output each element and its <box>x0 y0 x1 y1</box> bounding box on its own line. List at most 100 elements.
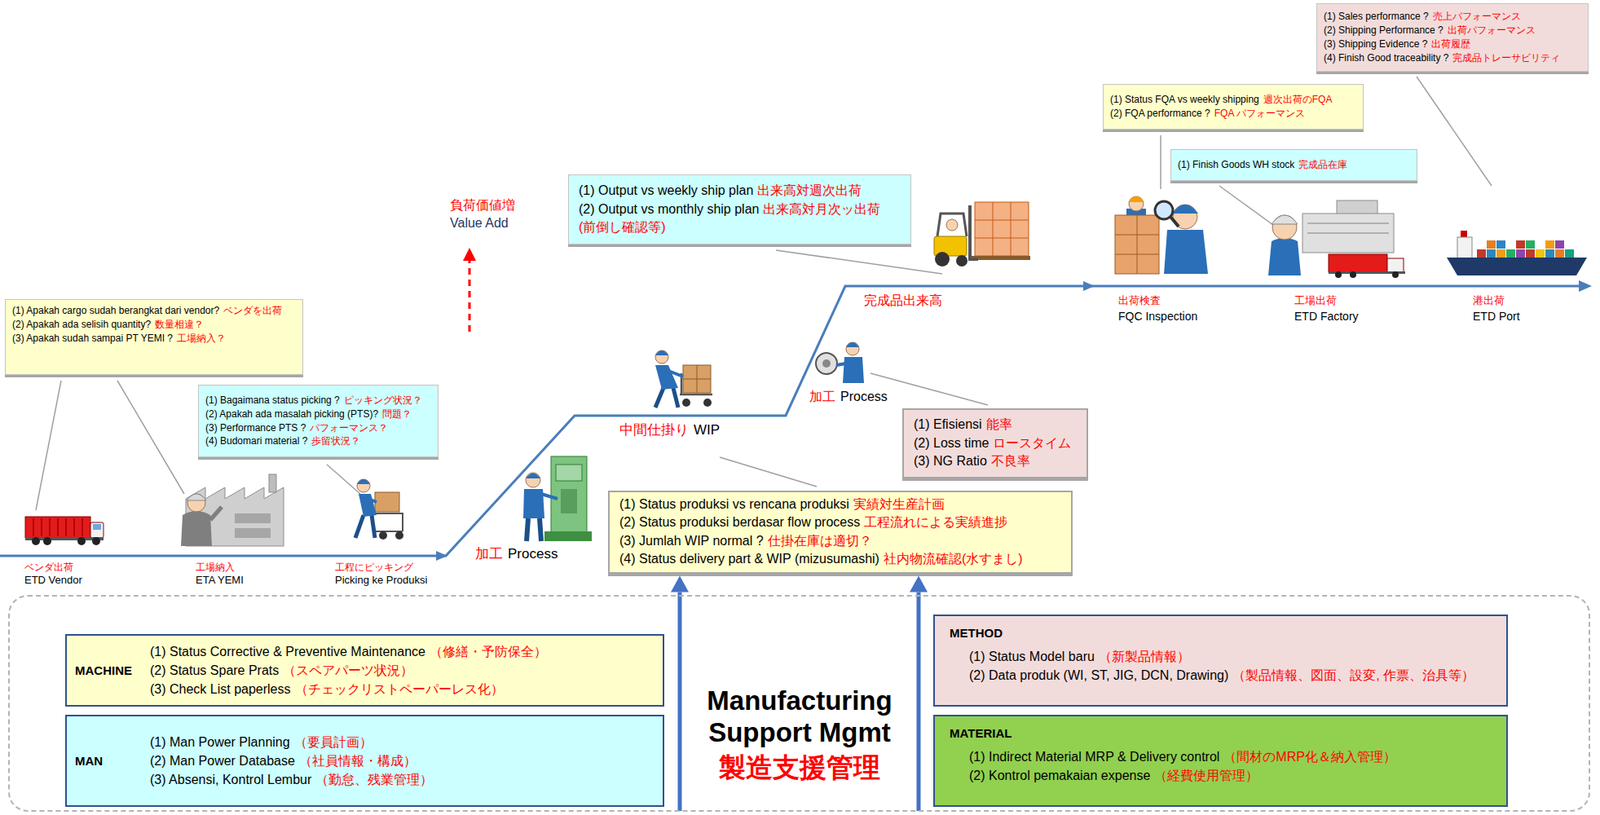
text-line: (3) Absensi, Kontrol Lembur（勤怠、残業管理） <box>149 770 433 789</box>
press-machine-icon-part <box>525 473 541 480</box>
stage-label: WIP <box>693 422 720 439</box>
item-text: (3) Apakah sudah sampai PT YEMI ? <box>12 332 173 344</box>
inspector-icon-part <box>1128 196 1144 212</box>
forklift-icon-part <box>934 251 950 267</box>
inspector-icon-part <box>1115 215 1160 274</box>
wip-worker-icon-part <box>679 373 713 395</box>
item-text-ja: 売上パフォーマンス <box>1432 10 1521 23</box>
stage-label: 加工 <box>809 389 836 405</box>
item-text: (1) Status FQA vs weekly shipping <box>1110 93 1260 106</box>
factory-icon-part <box>180 511 212 547</box>
item-text: (3) NG Ratio <box>913 453 988 468</box>
text-line: (2) Status produksi berdasar flow proces… <box>619 513 1062 532</box>
stage-label: 工場納入 <box>195 562 235 574</box>
axis-label: Value Add <box>449 215 509 231</box>
dashed-arrowhead <box>462 247 477 261</box>
press-machine-icon-part <box>560 489 578 514</box>
arrowhead <box>670 576 689 593</box>
stage-label: 工場出荷 <box>1294 295 1337 308</box>
axis-label: 負荷価値増 <box>449 198 516 213</box>
category-box: METHOD(1) Status Model baru（新製品情報）(2) Da… <box>933 614 1508 707</box>
category-heading: MAN <box>74 752 150 771</box>
text-line: (1) Apakah cargo sudah berangkat dari ve… <box>12 304 296 318</box>
leader-line <box>1416 76 1492 186</box>
forklift-icon-part <box>974 202 1029 256</box>
callout-box: (1) Sales performance ?売上パフォーマンス(2) Ship… <box>1316 3 1589 72</box>
ship-icon-part <box>1545 240 1555 249</box>
item-text-ja: 出来高対週次出荷 <box>757 183 862 198</box>
text-line: (3) Jumlah WIP normal ?仕掛在庫は適切？ <box>619 532 1062 551</box>
press-machine-icon <box>523 456 592 542</box>
forklift-icon-part <box>946 219 958 231</box>
text-line: (1) Bagaimana status picking ?ピッキング状況？ <box>205 393 432 408</box>
forklift-icon-part <box>956 255 968 267</box>
factory-icon-part <box>187 493 206 512</box>
item-text-ja: 数量相違？ <box>154 318 204 331</box>
arrowhead <box>909 576 928 593</box>
support-arrow <box>909 576 928 812</box>
text-line: (3) Check List paperless（チェックリストペーパーレス化） <box>149 679 547 699</box>
wip-worker-icon-part <box>655 350 669 364</box>
stage-label: Process <box>507 546 558 563</box>
text-line: (1) Finish Goods WH stock完成品在庫 <box>1177 158 1411 172</box>
process-flow-line <box>0 280 1592 561</box>
item-text: (1) Sales performance ? <box>1323 10 1429 23</box>
item-text: (1) Status Corrective & Preventive Maint… <box>149 644 426 659</box>
category-box: MACHINE(1) Status Corrective & Preventiv… <box>65 634 665 707</box>
ship-icon-part <box>1525 249 1535 258</box>
leader-line <box>35 380 62 511</box>
text-line: (3) Performance PTS ?パフォーマンス？ <box>205 421 432 436</box>
forklift-icon-part <box>937 213 967 237</box>
grinding-worker-icon-part <box>815 352 838 375</box>
item-text: (3) Absensi, Kontrol Lembur <box>149 772 312 787</box>
press-machine-icon-part <box>550 456 587 535</box>
text-line: (2) Data produk (WI, ST, JIG, DCN, Drawi… <box>969 665 1492 685</box>
ship-icon-part <box>1516 249 1526 258</box>
item-text: (2) Status produksi berdasar flow proces… <box>619 515 860 529</box>
text-line: (4) Budomari material ?歩留状況？ <box>205 434 432 449</box>
item-text-ja: 実績対生産計画 <box>853 497 945 512</box>
inspector-icon <box>1115 196 1208 274</box>
ship-icon-part <box>1486 249 1496 258</box>
truck-icon <box>25 516 104 546</box>
item-text-ja: （勤怠、残業管理） <box>315 772 433 787</box>
picking-worker-icon-part <box>379 531 388 540</box>
item-text-ja: 問題？ <box>382 408 412 420</box>
callout-box: (1) Bagaimana status picking ?ピッキング状況？(2… <box>198 384 439 458</box>
ship-icon-part <box>1496 249 1506 258</box>
leader-lines <box>35 76 1492 511</box>
inspector-icon-part <box>1115 215 1160 274</box>
text-line: (1) Status produksi vs rencana produksi実… <box>619 495 1062 514</box>
text-line: (1) Status Model baru（新製品情報） <box>969 647 1492 666</box>
ship-icon-part <box>1506 249 1516 258</box>
item-text: (2) Output vs monthly ship plan <box>578 202 759 216</box>
forklift-icon-part <box>974 202 1029 256</box>
item-text-ja: 完成品在庫 <box>1298 158 1348 171</box>
wip-worker-icon-part <box>655 365 679 390</box>
stage-label: 出荷検査 <box>1118 295 1161 308</box>
item-text: (1) Output vs weekly ship plan <box>578 183 754 198</box>
truck-icon-part <box>31 537 40 546</box>
item-text-ja: ベンダを出荷 <box>223 304 283 317</box>
stage-label: ベンダ出荷 <box>24 562 74 574</box>
text-line: (2) Status Spare Prats（スペアパーツ状況） <box>149 661 547 680</box>
item-text-ja: （経費使用管理） <box>1154 768 1259 783</box>
text-line: (1) Output vs weekly ship plan出来高対週次出荷 <box>578 181 901 200</box>
text-line: (4) Status delivery part & WIP (mizusuma… <box>619 550 1062 569</box>
picking-worker-icon-part <box>357 479 371 493</box>
flow-arrowhead <box>1578 280 1592 292</box>
leader-line <box>1159 135 1162 190</box>
item-text-ja: （スペアパーツ状況） <box>282 663 414 678</box>
center-title: Manufacturing Support Mgmt製造支援管理 <box>695 685 904 785</box>
item-text: (2) Data produk (WI, ST, JIG, DCN, Drawi… <box>969 668 1229 683</box>
factory-icon-part <box>234 513 271 524</box>
item-text: (3) Check List paperless <box>149 682 291 697</box>
value-add-arrow <box>462 247 477 332</box>
title-text-ja: 製造支援管理 <box>695 752 904 785</box>
grinding-worker-icon-part <box>846 342 860 348</box>
item-text-ja: 工場納入？ <box>176 332 226 344</box>
item-text-ja: FQA パフォーマンス <box>1214 107 1305 120</box>
wip-worker-icon-part <box>655 387 679 408</box>
factory-icon-part <box>186 493 207 501</box>
truck-icon-part <box>92 524 102 530</box>
